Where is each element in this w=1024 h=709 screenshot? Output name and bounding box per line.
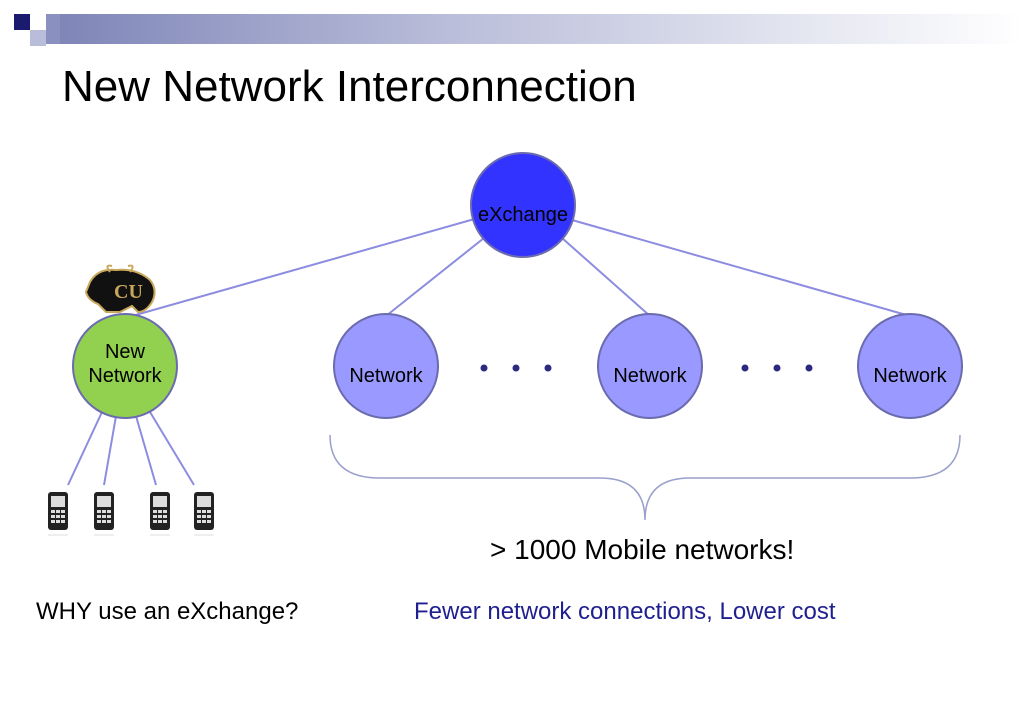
network-label-3: Network: [873, 365, 947, 387]
network-label-1: Network: [349, 365, 423, 387]
answer-text: Fewer network connections, Lower cost: [414, 598, 836, 625]
ellipsis-dots-1: [480, 364, 552, 372]
question-text: WHY use an eXchange?: [36, 598, 299, 625]
header-square-light: [30, 30, 46, 46]
mobile-networks-count-text: > 1000 Mobile networks!: [490, 534, 795, 565]
mobile-phone-icon: [94, 492, 114, 536]
mobile-phone-icon: [194, 492, 214, 536]
network-node-3: [857, 313, 963, 419]
mobile-phone-icon: [48, 492, 68, 536]
link-hub-network-2: [561, 237, 651, 317]
new-network-label-line-2: Network: [88, 365, 162, 387]
ellipsis-dots-2: [741, 364, 813, 372]
svg-text:CU: CU: [114, 281, 143, 303]
exchange-node: [470, 152, 576, 258]
link-phone-3: [135, 415, 157, 486]
header-gradient-bar: [60, 14, 1024, 44]
link-hub-new-network: [124, 217, 479, 319]
network-label-2: Network: [613, 365, 687, 387]
link-hub-network-3: [571, 219, 911, 317]
buffalo-logo-icon: CU: [84, 264, 156, 314]
network-node-1: [333, 313, 439, 419]
link-hub-network-1: [385, 237, 485, 317]
header-square-dark: [14, 14, 30, 30]
curly-brace: [329, 434, 961, 521]
exchange-label: eXchange: [477, 204, 569, 226]
mobile-phone-icon: [150, 492, 170, 536]
new-network-label: New Network: [65, 340, 185, 388]
network-node-2: [597, 313, 703, 419]
new-network-node: [72, 313, 178, 419]
header-square-mid: [46, 14, 60, 44]
slide-title: New Network Interconnection: [62, 62, 637, 111]
new-network-label-line-1: New: [104, 341, 145, 363]
link-phone-1: [67, 411, 103, 486]
link-phone-4: [149, 411, 195, 486]
link-phone-2: [103, 415, 117, 486]
